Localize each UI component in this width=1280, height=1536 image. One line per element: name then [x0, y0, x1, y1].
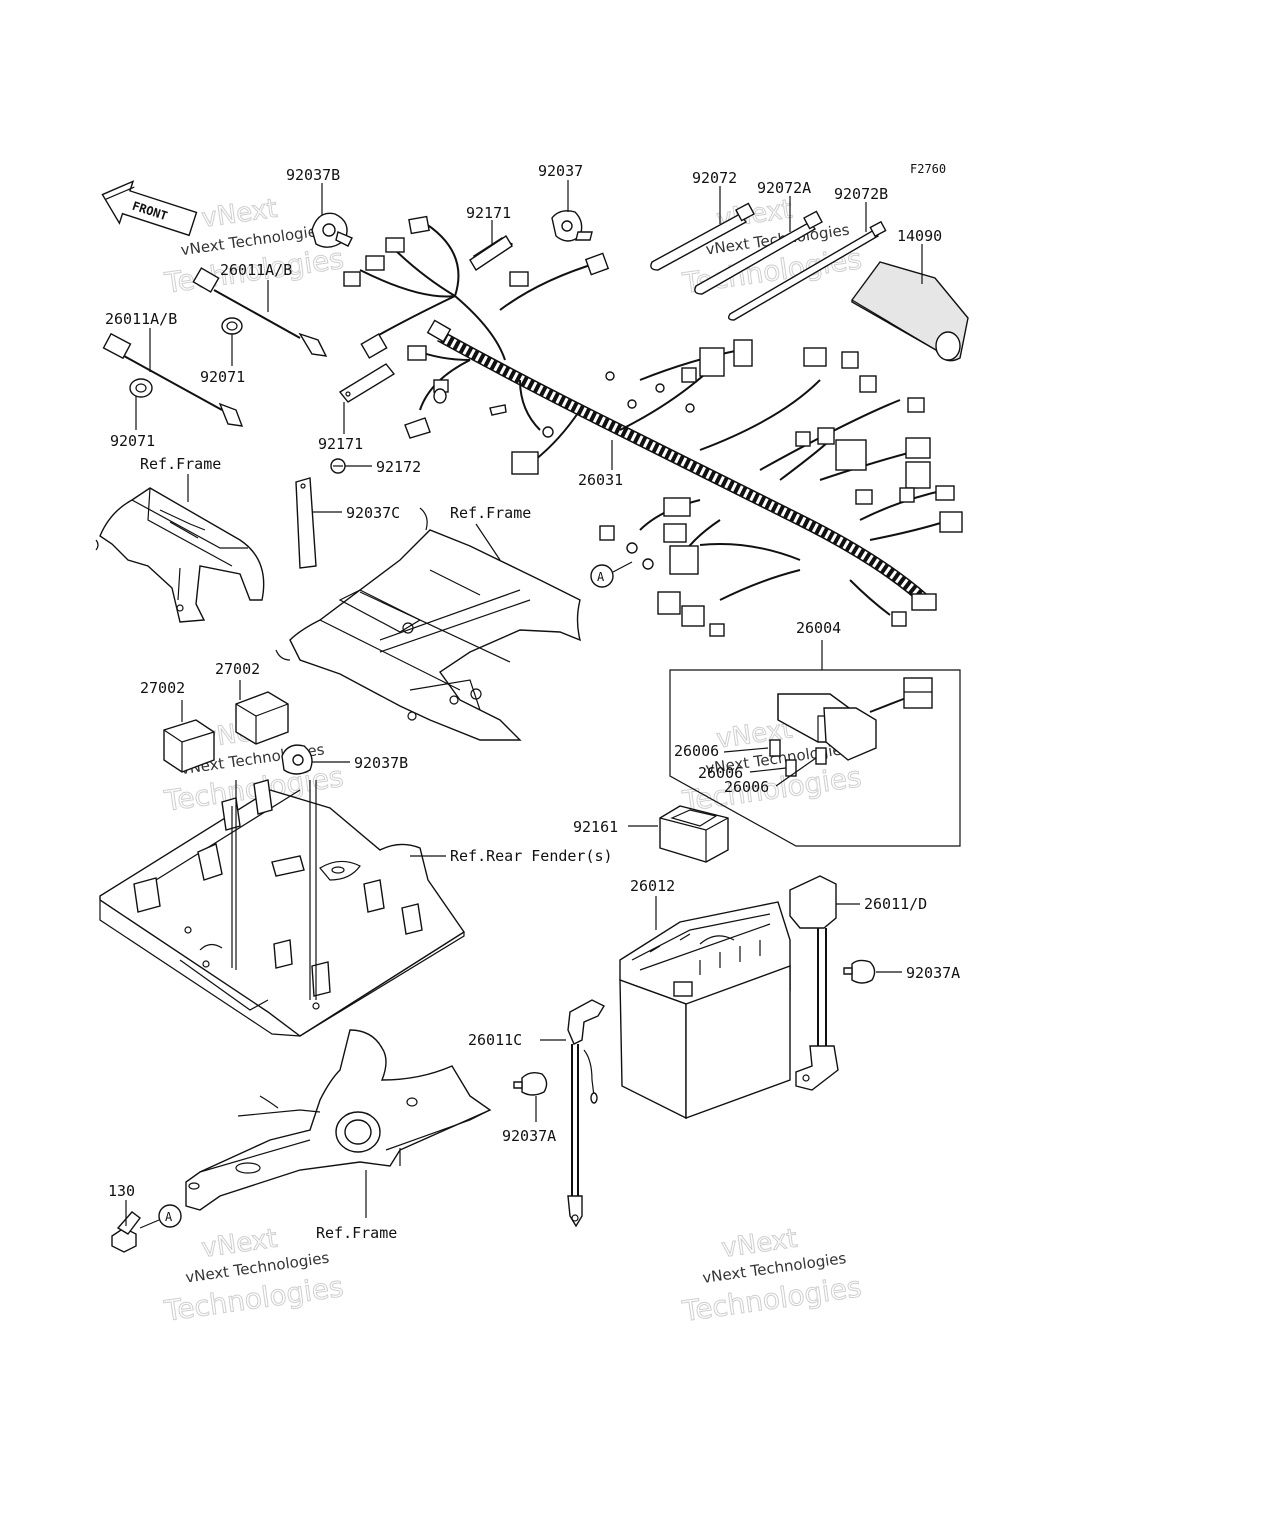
- label-92072A: 92072A: [757, 179, 811, 197]
- cable-tie-92072: [650, 202, 755, 271]
- cover-14090: [851, 261, 969, 362]
- clamp-92037B-mid: [281, 744, 313, 775]
- cable-tie-92072B: [727, 220, 887, 321]
- clamp-92037: [551, 210, 593, 242]
- frame-section-lower: [185, 1029, 492, 1211]
- label-26011C: 26011C: [468, 1031, 522, 1049]
- svg-text:A: A: [597, 570, 605, 584]
- main-harness-26031: [343, 215, 963, 637]
- fuse-cover-92161: [659, 805, 729, 863]
- grommet-92071-upper: [221, 317, 243, 335]
- label-26011AB-upper: 26011A/B: [220, 261, 292, 279]
- label-ref-frame-2: Ref.Frame: [450, 504, 531, 522]
- label-92072B: 92072B: [834, 185, 888, 203]
- label-14090: 14090: [897, 227, 942, 245]
- label-92071-upper: 92071: [200, 368, 245, 386]
- clamp-92037A-mid: [513, 1071, 548, 1096]
- callout-A-lower: A: [139, 1204, 182, 1229]
- label-92171-mid: 92171: [318, 435, 363, 453]
- cable-tie-92072A: [694, 210, 823, 295]
- front-arrow-icon: FRONT: [101, 180, 198, 237]
- frame-section-upper-left: [95, 487, 265, 623]
- wire-26011AB-upper: [192, 267, 328, 357]
- label-92037: 92037: [538, 162, 583, 180]
- label-26006-2: 26006: [698, 764, 743, 782]
- label-92171-top: 92171: [466, 204, 511, 222]
- battery-26012: [619, 901, 791, 1120]
- cable-26011D: [789, 875, 839, 1091]
- label-26006-3: 26006: [724, 778, 769, 796]
- label-26011AB-lower: 26011A/B: [105, 310, 177, 328]
- watermark-bottom-right: vNext vNext Technologies Technologies: [679, 1223, 864, 1328]
- label-ref-frame-1: Ref.Frame: [140, 455, 221, 473]
- rear-fender-tray: [99, 779, 465, 1037]
- label-92037B-top: 92037B: [286, 166, 340, 184]
- label-27002-right: 27002: [215, 660, 260, 678]
- label-92161: 92161: [573, 818, 618, 836]
- relay-27002-right: [235, 691, 289, 745]
- label-ref-frame-3: Ref.Frame: [316, 1224, 397, 1242]
- grommet-92071-lower: [129, 378, 153, 398]
- bolt-130: [111, 1211, 141, 1253]
- wire-26011AB-lower: [102, 332, 244, 427]
- label-92037B-mid: 92037B: [354, 754, 408, 772]
- strap-92037C: [295, 477, 317, 569]
- pad-92171-mid: [338, 363, 396, 403]
- cable-26011C: [567, 999, 605, 1228]
- label-92037C: 92037C: [346, 504, 400, 522]
- label-92072: 92072: [692, 169, 737, 187]
- relay-27002-left: [163, 719, 215, 773]
- label-92037A-right: 92037A: [906, 964, 960, 982]
- label-27002-left: 27002: [140, 679, 185, 697]
- subassembly-26004-box: [669, 640, 961, 847]
- figure-code: F2760: [910, 162, 946, 176]
- label-92172: 92172: [376, 458, 421, 476]
- callout-A-upper: A: [590, 561, 633, 588]
- label-26004: 26004: [796, 619, 841, 637]
- label-26011D: 26011/D: [864, 895, 927, 913]
- clamp-92037A-right: [843, 959, 876, 984]
- label-92071-lower: 92071: [110, 432, 155, 450]
- clamp-92037B-top: [311, 212, 353, 248]
- label-130: 130: [108, 1182, 135, 1200]
- label-26012: 26012: [630, 877, 675, 895]
- label-92037A-mid: 92037A: [502, 1127, 556, 1145]
- svg-text:A: A: [165, 1210, 173, 1224]
- label-26006-1: 26006: [674, 742, 719, 760]
- pad-92171-top: [469, 235, 514, 271]
- screw-92172: [330, 458, 346, 474]
- label-26031: 26031: [578, 471, 623, 489]
- label-ref-rear-fender: Ref.Rear Fender(s): [450, 847, 613, 865]
- frame-section-center: [275, 507, 582, 741]
- svg-text:vNext: vNext: [200, 194, 279, 234]
